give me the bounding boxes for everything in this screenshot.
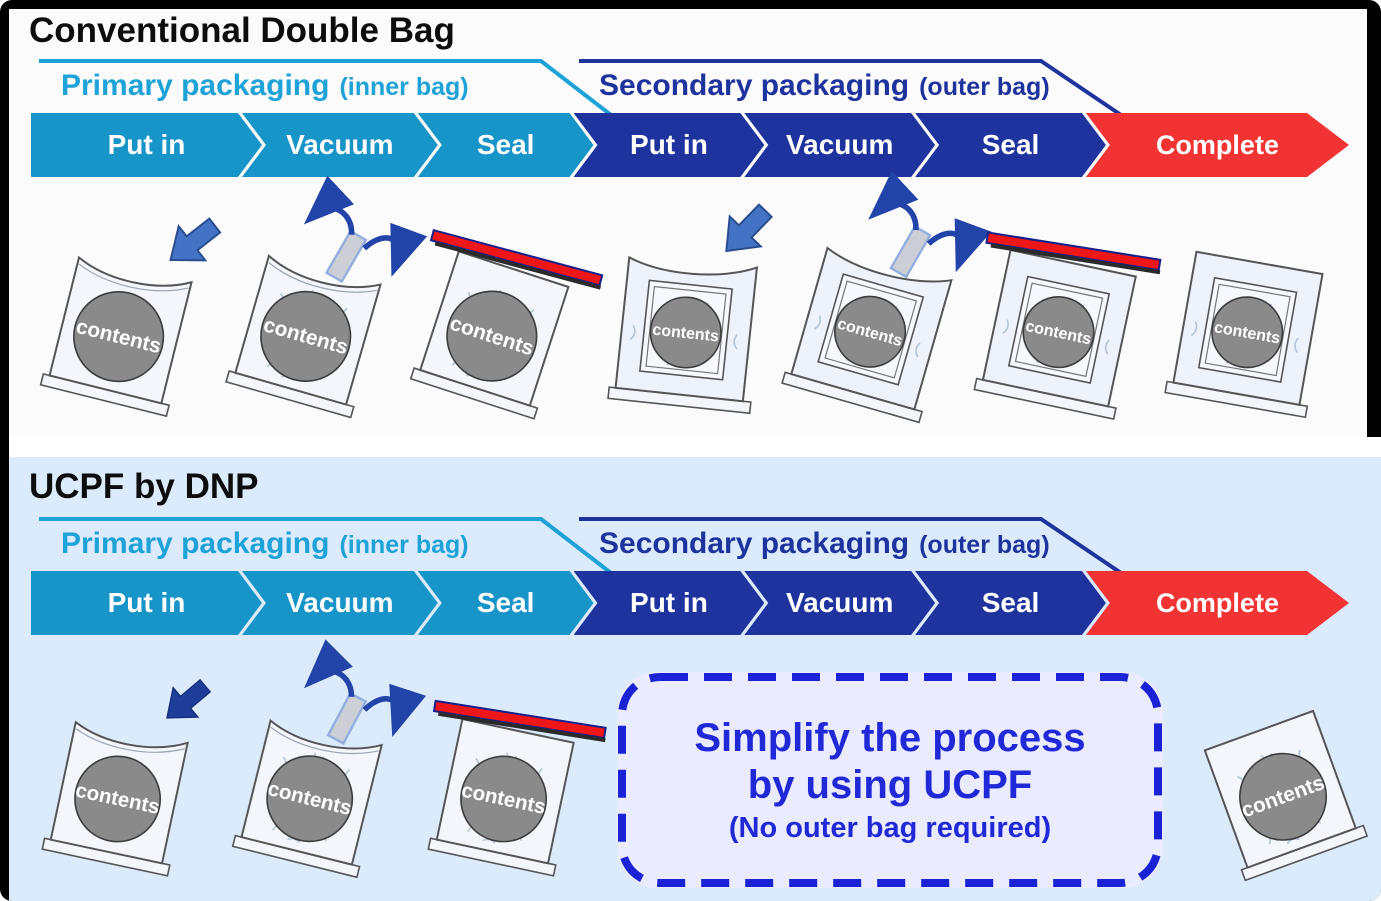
- callout-line3: (No outer bag required): [728, 812, 1052, 845]
- bag-open-illustration: contents: [39, 207, 229, 418]
- conventional-panel: Conventional Double Bag Primary packagin…: [9, 9, 1367, 437]
- ucpf-benefit-callout: Simplify the process by using UCPF (No o…: [617, 672, 1163, 888]
- ucpf-panel: UCPF by DNP Primary packaging (inner bag…: [9, 457, 1381, 901]
- bag-sealed-illustration: contents: [426, 699, 608, 877]
- primary-header-sub: (inner bag): [339, 531, 469, 559]
- dashed-border: [618, 673, 1162, 887]
- bag-sealed-illustration: contents: [409, 229, 606, 420]
- bag-step-vacuum: contents: [220, 651, 413, 896]
- step-complete: Complete: [1086, 571, 1349, 635]
- bag-step-put-in: contents: [27, 651, 220, 896]
- step-seal-outer: Seal: [915, 113, 1106, 177]
- secondary-header-sub: (outer bag): [919, 531, 1050, 559]
- primary-header-sub: (inner bag): [339, 73, 469, 101]
- vacuum-nozzle-icon: [302, 667, 406, 754]
- step-vacuum: Vacuum: [242, 571, 438, 635]
- bag-open-illustration: contents: [41, 670, 219, 877]
- callout-line2: by using UCPF: [747, 762, 1033, 807]
- put-in-arrow-icon: [156, 207, 229, 279]
- stage-header-lines: [39, 517, 1123, 575]
- double-bag-complete-illustration: contents: [1164, 249, 1332, 419]
- ucpf-title: UCPF by DNP: [29, 467, 259, 506]
- secondary-packaging-header: Secondary packaging (outer bag): [599, 527, 1050, 561]
- svg-text:contents: contents: [652, 322, 720, 346]
- conventional-title: Conventional Double Bag: [29, 11, 455, 50]
- double-bag-vacuum-illustration: contents: [780, 170, 987, 424]
- panel-divider: [9, 437, 1381, 457]
- stage-header-lines: [39, 59, 1123, 117]
- bag-illustrations-bottom: contents contents contents: [27, 651, 608, 896]
- primary-packaging-header: Primary packaging (inner bag): [61, 527, 469, 561]
- secondary-header-label: Secondary packaging: [599, 69, 910, 102]
- callout-line1: Simplify the process: [694, 715, 1086, 760]
- stage-headers-bottom: Primary packaging (inner bag) Secondary …: [31, 515, 1343, 575]
- stage-headers-top: Primary packaging (inner bag) Secondary …: [31, 57, 1343, 117]
- step-complete: Complete: [1086, 113, 1349, 177]
- step-put-in: Put in: [31, 113, 262, 177]
- step-vacuum: Vacuum: [242, 113, 438, 177]
- bag-illustrations-top: contents contents contents: [31, 187, 1345, 435]
- primary-header-label: Primary packaging: [61, 527, 330, 560]
- bag-step-put-in: contents: [31, 187, 229, 435]
- bag-step-complete: contents: [1171, 649, 1376, 895]
- put-in-arrow-icon: [154, 670, 219, 733]
- step-seal: Seal: [418, 571, 594, 635]
- bag-step-seal: contents: [406, 187, 606, 435]
- double-bag-open-illustration: contents: [607, 194, 782, 415]
- step-seal-outer: Seal: [915, 571, 1106, 635]
- bag-complete-illustration: contents: [1197, 707, 1368, 882]
- bag-step-complete: contents: [1157, 187, 1345, 435]
- process-bar-top: Put in Vacuum Seal Put in Vacuum Seal Co…: [31, 113, 1349, 177]
- primary-packaging-header: Primary packaging (inner bag): [61, 69, 469, 103]
- bag-vacuum-illustration: contents: [224, 170, 423, 419]
- step-put-in-outer: Put in: [574, 571, 765, 635]
- process-bar-bottom: Put in Vacuum Seal Put in Vacuum Seal Co…: [31, 571, 1349, 635]
- secondary-packaging-header: Secondary packaging (outer bag): [599, 69, 1050, 103]
- bag-step-vacuum: contents: [219, 187, 407, 435]
- step-put-in: Put in: [31, 571, 262, 635]
- primary-header-label: Primary packaging: [61, 69, 330, 102]
- bag-step-vacuum-outer: contents: [780, 187, 970, 435]
- double-bag-sealed-illustration: contents: [973, 231, 1164, 421]
- bag-step-seal-outer: contents: [970, 187, 1164, 435]
- bag-vacuum-illustration: contents: [231, 635, 423, 878]
- secondary-header-label: Secondary packaging: [599, 527, 910, 560]
- put-in-arrow-icon: [709, 194, 782, 268]
- bag-step-seal: contents: [412, 651, 608, 896]
- secondary-header-sub: (outer bag): [919, 73, 1050, 101]
- bag-step-put-in-outer: contents: [594, 187, 782, 435]
- step-vacuum-outer: Vacuum: [744, 571, 935, 635]
- step-vacuum-outer: Vacuum: [744, 113, 935, 177]
- step-put-in-outer: Put in: [574, 113, 765, 177]
- step-seal: Seal: [418, 113, 594, 177]
